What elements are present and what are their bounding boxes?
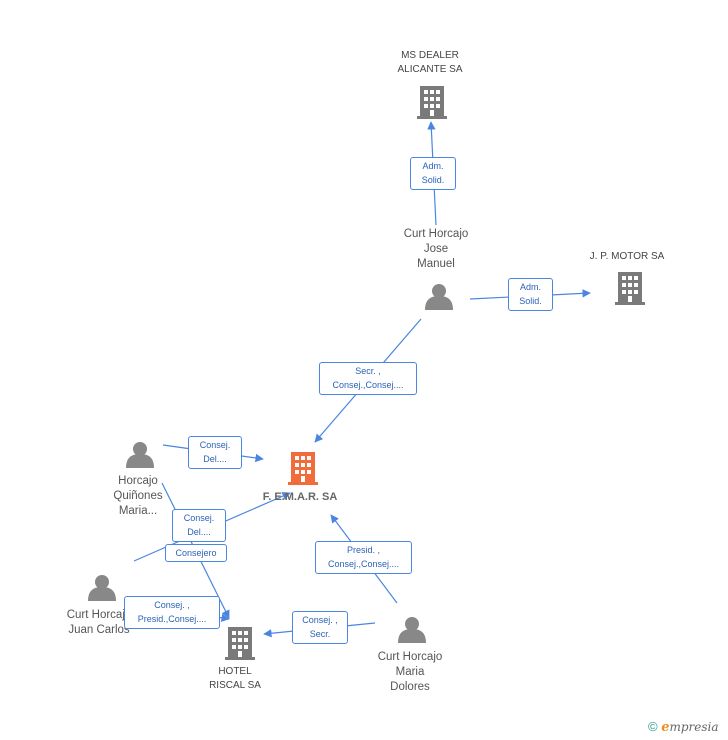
edge-label-line: Consejero (175, 548, 217, 558)
building-icon[interactable] (615, 272, 645, 305)
person-label-horcajo-maria[interactable]: Horcajo Quiñones Maria... (88, 474, 188, 519)
edge-label-line: Secr. (309, 629, 331, 639)
edge-label-line: Consej. (199, 440, 231, 450)
edge-label-jose-jpmotor[interactable]: Adm. Solid. (508, 278, 553, 311)
brand-logo-letter: e (661, 720, 670, 735)
label-line: Juan Carlos (68, 624, 130, 636)
label-line: J. P. MOTOR SA (589, 251, 665, 262)
edge-label-line: Consej.,Consej.... (327, 559, 400, 569)
label-line: Curt Horcajo (377, 651, 443, 663)
edge-label-horcajo-hotel[interactable]: Consejero (165, 544, 227, 562)
edge-label-line: Consej. (183, 513, 215, 523)
edge-label-line: Adm. (519, 282, 541, 292)
building-icon[interactable] (288, 452, 318, 485)
label-line: Maria... (118, 505, 158, 517)
person-icon[interactable] (88, 575, 116, 601)
edge-label-line: Consej. , (154, 600, 190, 610)
edge-label-line: Secr. , (355, 366, 381, 376)
edge-label-line: Consej. , (302, 615, 338, 625)
company-label-femar[interactable]: F. E.M.A.R. SA (240, 490, 360, 505)
label-line: Horcajo (118, 475, 158, 487)
label-line: F. E.M.A.R. SA (262, 491, 338, 503)
company-label-ms-dealer[interactable]: MS DEALER ALICANTE SA (370, 49, 490, 77)
edge-label-jose-femar[interactable]: Secr. , Consej.,Consej.... (319, 362, 417, 395)
edge-label-line: Del.... (203, 454, 227, 464)
company-label-hotel-riscal[interactable]: HOTEL RISCAL SA (185, 665, 285, 693)
person-label-curt-juan[interactable]: Curt Horcajo Juan Carlos (44, 608, 154, 638)
label-line: RISCAL SA (209, 680, 261, 691)
label-line: Jose (423, 243, 449, 255)
edge-label-line: Presid. , (346, 545, 380, 555)
label-line: Maria (395, 666, 425, 678)
edge-label-juan-hotel[interactable]: Consej. , Presid.,Consej.... (124, 596, 220, 629)
label-line: Curt Horcajo (403, 228, 469, 240)
edge-label-line: Consej.,Consej.... (332, 380, 404, 390)
building-icon[interactable] (225, 627, 255, 660)
edge-label-line: Solid. (421, 175, 445, 185)
label-line: MS DEALER (401, 50, 459, 61)
edge-label-line: Adm. (422, 161, 444, 171)
edge-label-dolores-hotel[interactable]: Consej. , Secr. (292, 611, 348, 644)
building-icon[interactable] (417, 86, 447, 119)
label-line: Curt Horcajo (66, 609, 132, 621)
person-label-curt-maria[interactable]: Curt Horcajo Maria Dolores (355, 650, 465, 695)
edge-label-dolores-femar[interactable]: Presid. , Consej.,Consej.... (315, 541, 412, 574)
brand-logo-text: mpresia (669, 720, 719, 734)
company-label-jp-motor[interactable]: J. P. MOTOR SA (567, 250, 687, 264)
label-line: Dolores (390, 681, 430, 693)
person-icon[interactable] (398, 617, 426, 643)
label-line: HOTEL (218, 666, 252, 677)
edge-label-horcajo-femar[interactable]: Consej. Del.... (188, 436, 242, 469)
person-label-curt-jose[interactable]: Curt Horcajo Jose Manuel (376, 227, 496, 272)
edge-label-jose-msdealer[interactable]: Adm. Solid. (410, 157, 456, 190)
edge-label-line: Solid. (519, 296, 542, 306)
person-icon[interactable] (425, 284, 453, 310)
label-line: Manuel (417, 258, 455, 270)
label-line: Quiñones (113, 490, 163, 502)
copyright-icon: © (648, 719, 658, 734)
person-icon[interactable] (126, 442, 154, 468)
edge-label-line: Presid.,Consej.... (137, 614, 207, 624)
edge-label-juan-femar[interactable]: Consej. Del.... (172, 509, 226, 542)
edge-label-line: Del.... (187, 527, 211, 537)
brand-footer[interactable]: © empresia (648, 719, 719, 735)
label-line: ALICANTE SA (397, 64, 463, 75)
